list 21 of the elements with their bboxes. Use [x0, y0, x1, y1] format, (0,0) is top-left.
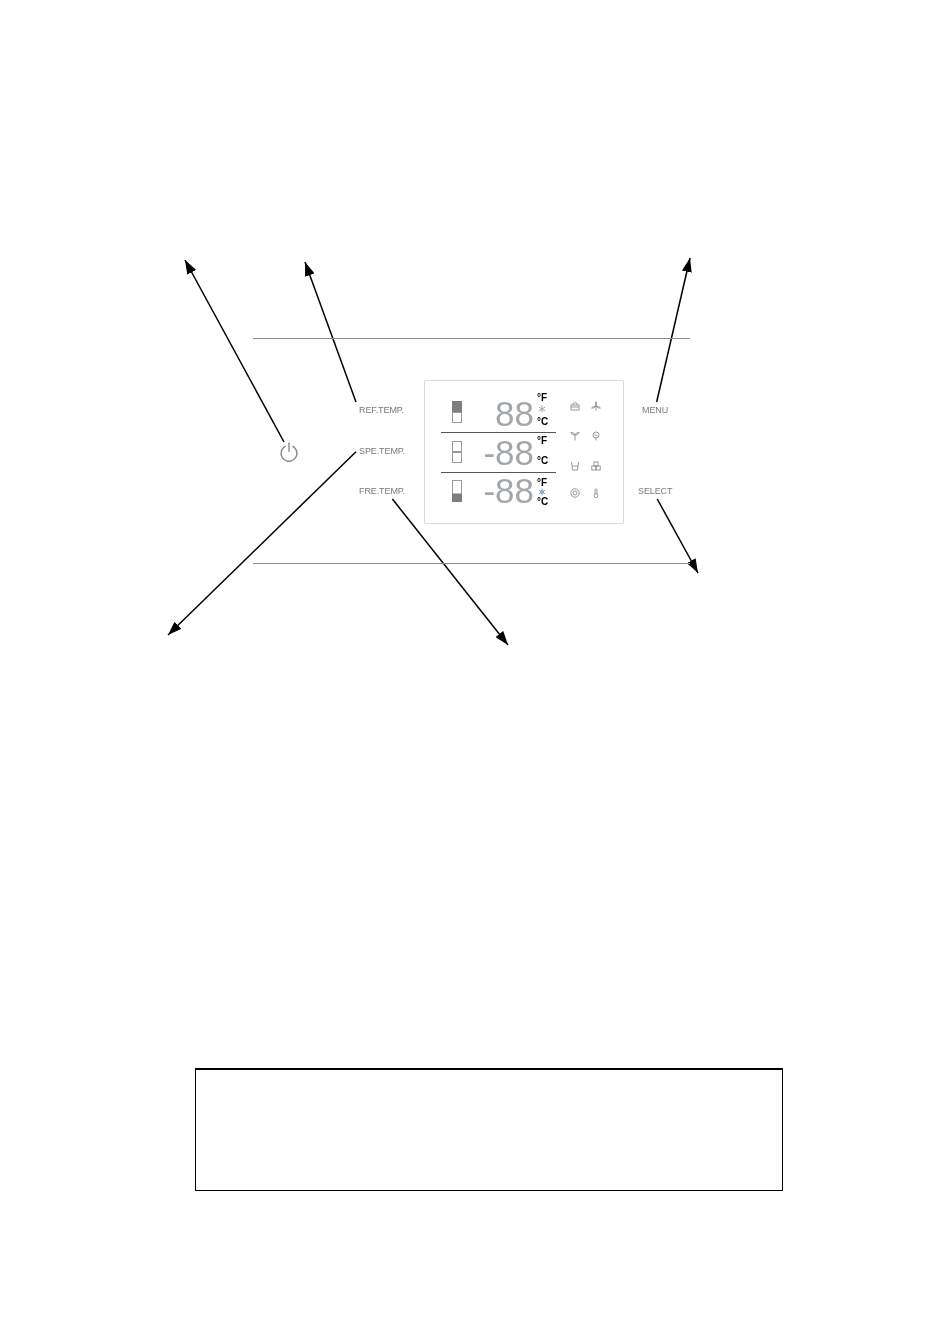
display-digits: -88 — [482, 473, 534, 508]
button-label: FRE.TEMP. — [359, 486, 405, 496]
unit-label: °C — [537, 497, 549, 507]
unit-label: °F — [537, 436, 548, 446]
leader-arrow — [304, 261, 357, 403]
unit-label: °F — [537, 393, 548, 403]
leader-arrow — [656, 498, 699, 574]
unit-label: °C — [537, 417, 549, 427]
power-icon — [279, 442, 299, 462]
button-label: SPE.TEMP. — [359, 446, 405, 456]
button-label: REF.TEMP. — [359, 405, 404, 415]
leader-arrow — [184, 259, 285, 443]
leader-arrow — [391, 498, 509, 646]
unit-label: °F — [537, 478, 548, 488]
leader-arrow — [655, 257, 692, 403]
button-label: SELECT — [638, 486, 673, 496]
unit-label: °C — [537, 456, 549, 466]
button-label: MENU — [642, 405, 669, 415]
leader-arrow — [167, 451, 357, 636]
display-digits: 88 — [494, 396, 534, 431]
display-digits: -88 — [482, 435, 534, 470]
